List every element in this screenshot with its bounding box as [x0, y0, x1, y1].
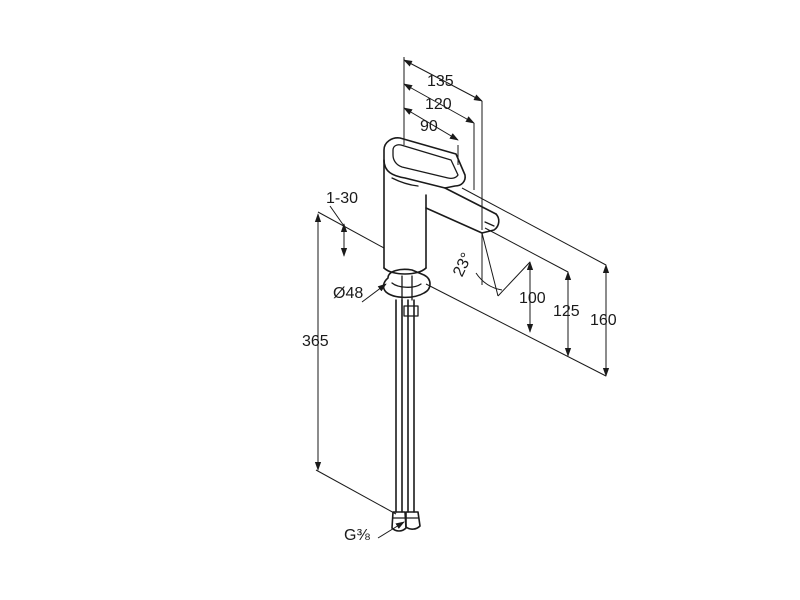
dim-angle-arc [475, 272, 503, 291]
dim-120-line [403, 83, 475, 124]
label-dia48: Ø48 [333, 285, 363, 302]
ext-160-top [461, 187, 607, 266]
dim-angle-ext-slant [481, 232, 499, 297]
label-125: 125 [553, 303, 580, 320]
dimension-labels: 135 120 90 1-30 23° 100 125 160 Ø48 365 … [302, 73, 617, 544]
hose-fitting-right [405, 511, 421, 530]
mounting-flange-inner [391, 282, 422, 288]
label-160: 160 [590, 312, 617, 329]
body-shadow-line [391, 177, 419, 187]
hose-fitting-left [391, 511, 407, 532]
lever-top-face [392, 144, 459, 180]
spout-tip-inner [484, 221, 495, 227]
lever-outline [383, 137, 466, 189]
label-100: 100 [519, 290, 546, 307]
label-90: 90 [420, 118, 438, 135]
spout-bottom [425, 207, 483, 234]
dim-dia48-leader [361, 283, 387, 303]
mounting-stud [401, 275, 413, 301]
ext-100-top [497, 261, 531, 297]
dim-thread-leader [377, 521, 405, 539]
label-135: 135 [427, 73, 454, 90]
label-120: 120 [425, 96, 452, 113]
spout-tip [481, 213, 500, 234]
spout-top [444, 187, 497, 215]
dim-1-30-ext-top [317, 211, 385, 249]
dim-90-line [403, 107, 459, 141]
dim-365-ext-bottom [315, 469, 397, 515]
ext-base-bottom [425, 283, 607, 377]
label-thread: G⅜ [344, 527, 370, 544]
body-base [383, 267, 427, 275]
faucet-body [382, 137, 500, 532]
label-365: 365 [302, 333, 329, 350]
label-1-30: 1-30 [326, 190, 358, 207]
hose-collar [403, 305, 419, 317]
ext-125-top [484, 227, 569, 273]
dim-1-30-leader [329, 205, 345, 227]
label-angle: 23° [450, 250, 476, 279]
dimension-lines [314, 57, 610, 539]
